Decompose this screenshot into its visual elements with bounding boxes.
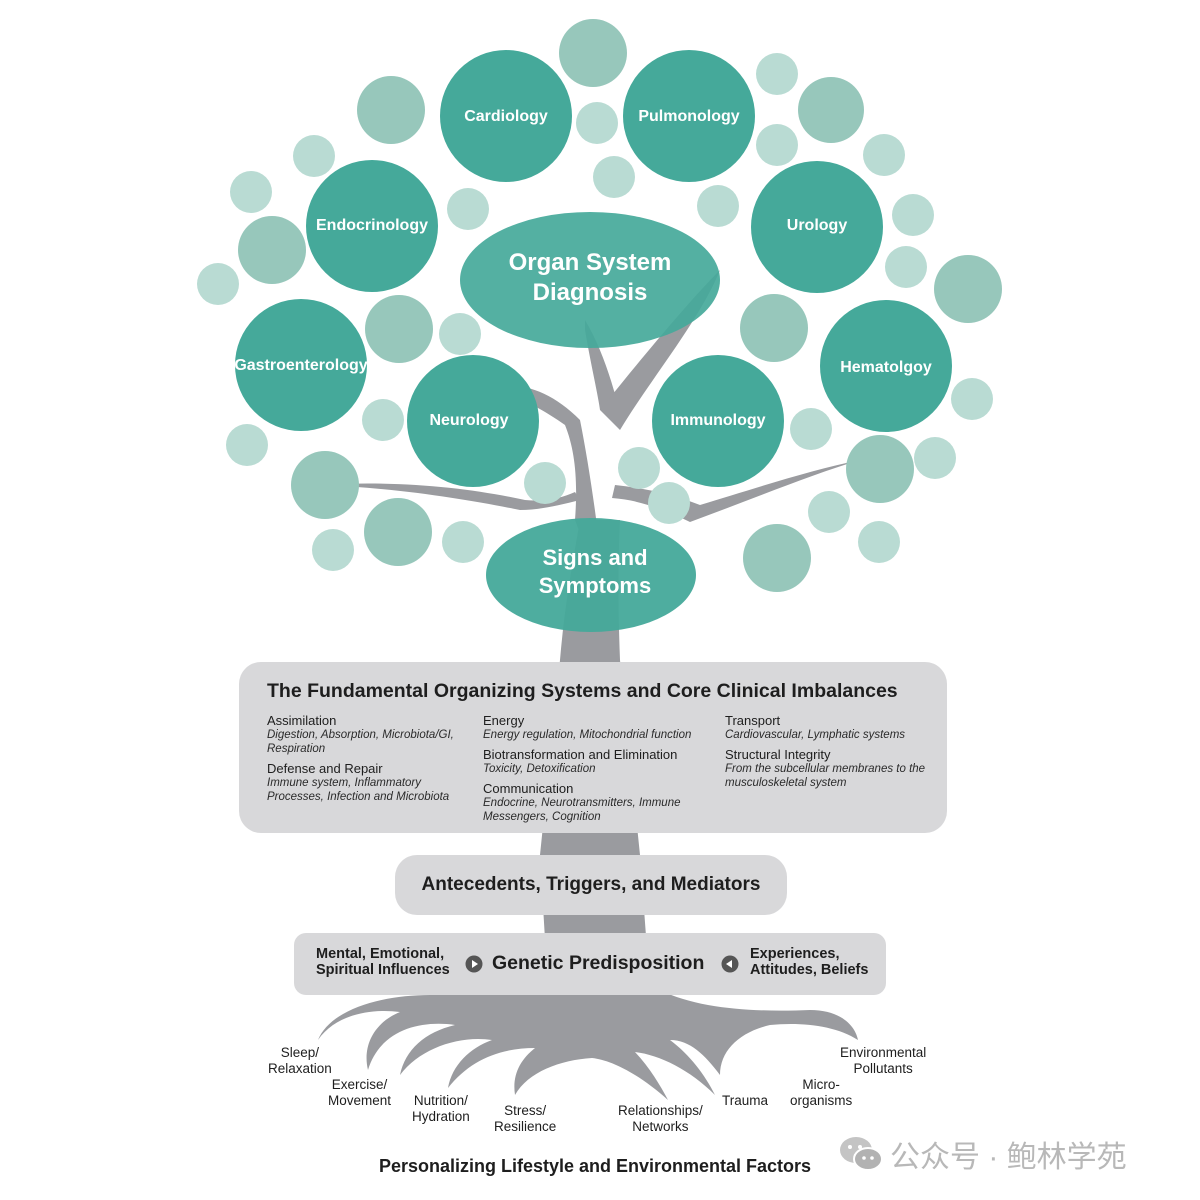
gastroenterology-node [235, 299, 367, 431]
decorative-circles [197, 19, 1002, 592]
root-stress: Stress/Resilience [494, 1103, 557, 1134]
item-title: Structural Integrity [725, 747, 831, 762]
item-title: Transport [725, 713, 781, 728]
endocrinology-node [306, 160, 438, 292]
fundamental-title: The Fundamental Organizing Systems and C… [267, 680, 898, 702]
organ-system-node [460, 212, 720, 348]
wechat-icon [840, 1137, 883, 1171]
label-pulmonology: Pulmonology [638, 108, 739, 125]
antecedents-panel: Antecedents, Triggers, and Mediators [395, 855, 787, 915]
item-desc: From the subcellular membranes to the mu… [725, 763, 926, 789]
item-desc: Energy regulation, Mitochondrial functio… [483, 729, 692, 741]
specialty-labels: Cardiology Pulmonology Endocrinology Uro… [234, 108, 932, 429]
fundamental-item: Biotransformation and Elimination Toxici… [483, 748, 711, 776]
urology-node [751, 161, 883, 293]
item-desc: Immune system, Inflammatory Processes, I… [267, 777, 450, 803]
fundamental-item: Assimilation Digestion, Absorption, Micr… [267, 714, 472, 756]
fundamental-item: Defense and Repair Immune system, Inflam… [267, 762, 472, 804]
cardiology-node [440, 50, 572, 182]
fundamental-column-2: Energy Energy regulation, Mitochondrial … [483, 714, 711, 830]
fundamental-item: Transport Cardiovascular, Lymphatic syst… [725, 714, 940, 742]
root-microorganisms: Micro-organisms [790, 1077, 853, 1108]
experiences-attitudes-label: Experiences,Attitudes, Beliefs [750, 946, 869, 978]
item-title: Communication [483, 781, 574, 796]
fundamental-systems-panel: The Fundamental Organizing Systems and C… [239, 662, 947, 833]
fundamental-item: Energy Energy regulation, Mitochondrial … [483, 714, 711, 742]
label-urology: Urology [787, 217, 848, 234]
label-endocrinology: Endocrinology [316, 217, 428, 234]
root-nutrition: Nutrition/Hydration [412, 1093, 470, 1124]
footer-title: Personalizing Lifestyle and Environmenta… [378, 1156, 812, 1176]
item-desc: Endocrine, Neurotransmitters, Immune Mes… [483, 797, 681, 823]
watermark: 公众号 · 鲍林学苑 [838, 1132, 1127, 1176]
fundamental-column-3: Transport Cardiovascular, Lymphatic syst… [725, 714, 940, 796]
fundamental-column-1: Assimilation Digestion, Absorption, Micr… [267, 714, 472, 810]
label-hematology: Hematolgoy [840, 359, 932, 376]
signs-symptoms-node [486, 518, 696, 632]
label-immunology: Immunology [670, 412, 765, 429]
fundamental-item: Communication Endocrine, Neurotransmitte… [483, 782, 711, 824]
fundamental-item: Structural Integrity From the subcellula… [725, 748, 940, 790]
root-relationships: Relationships/Networks [618, 1103, 703, 1134]
item-title: Defense and Repair [267, 761, 383, 776]
root-exercise: Exercise/Movement [328, 1077, 392, 1108]
item-desc: Digestion, Absorption, Microbiota/GI, Re… [267, 729, 454, 755]
watermark-text: 公众号 · 鲍林学苑 [890, 1141, 1127, 1174]
label-cardiology: Cardiology [464, 108, 548, 125]
label-neurology: Neurology [429, 412, 508, 429]
genetic-predisposition-label: Genetic Predisposition [492, 952, 705, 974]
arrow-left-icon [721, 955, 739, 973]
root-trauma: Trauma [722, 1093, 769, 1108]
pulmonology-node [623, 50, 755, 182]
label-gastroenterology: Gastroenterology [234, 357, 367, 374]
tree-roots [318, 990, 858, 1100]
genetic-predisposition-bar: Mental, Emotional,Spiritual Influences G… [294, 933, 886, 995]
immunology-node [652, 355, 784, 487]
item-title: Biotransformation and Elimination [483, 747, 678, 762]
item-title: Assimilation [267, 713, 337, 728]
item-desc: Cardiovascular, Lymphatic systems [725, 729, 906, 741]
hematology-node [820, 300, 952, 432]
item-desc: Toxicity, Detoxification [483, 763, 596, 775]
specialty-circles [235, 50, 952, 487]
antecedents-label: Antecedents, Triggers, and Mediators [421, 874, 761, 895]
item-title: Energy [483, 713, 525, 728]
root-sleep: Sleep/Relaxation [268, 1045, 332, 1076]
neurology-node [407, 355, 539, 487]
mental-emotional-label: Mental, Emotional,Spiritual Influences [316, 946, 450, 978]
arrow-right-icon [465, 955, 483, 973]
